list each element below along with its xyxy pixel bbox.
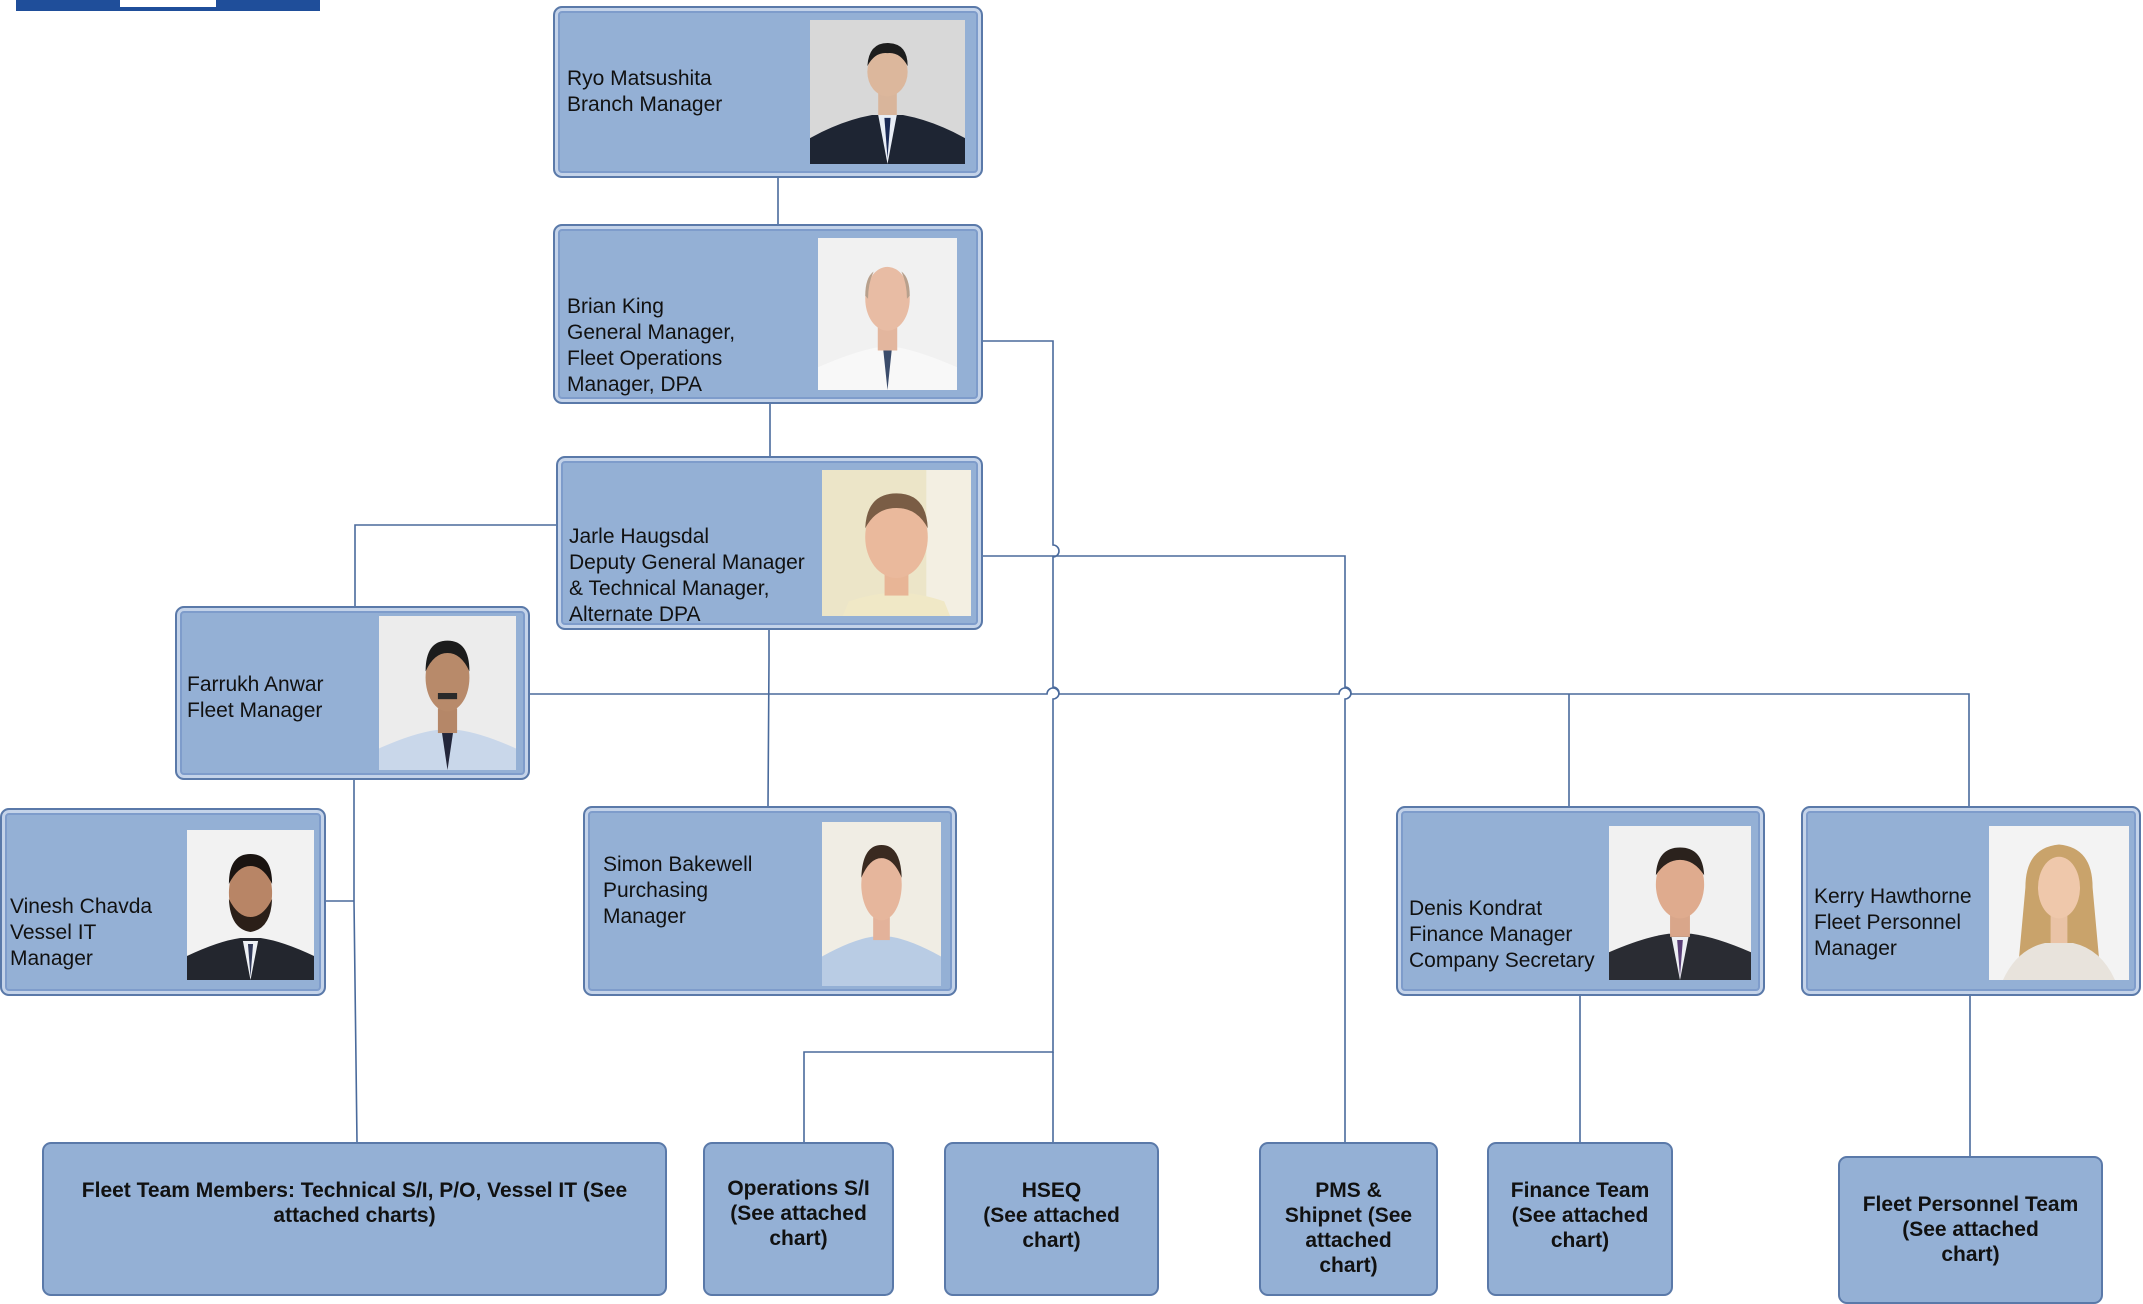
photo-farrukh-anwar — [379, 616, 516, 770]
photo-kerry-hawthorne — [1989, 826, 2129, 980]
team-line-1: PMS & — [1315, 1179, 1382, 1202]
role-line-2: Company Secretary — [1409, 949, 1595, 972]
team-line-1: HSEQ — [1021, 1179, 1082, 1202]
team-line-3: chart) — [1550, 1229, 1610, 1252]
team-line-3: chart) — [1022, 1229, 1081, 1252]
photo-brian-king — [818, 238, 957, 390]
name: Kerry Hawthorne — [1814, 885, 1972, 908]
role-line-1: General Manager, — [567, 321, 736, 344]
role-line-1: Finance Manager — [1409, 923, 1573, 946]
photo-simon-bakewell — [822, 822, 941, 986]
team-line-1: Operations S/I — [727, 1177, 870, 1200]
team-line-3: chart) — [1941, 1243, 2000, 1266]
role: Branch Manager — [567, 93, 723, 116]
name: Ryo Matsushita — [567, 67, 712, 90]
role-line-2: Manager — [1814, 937, 1897, 960]
team-line-1: Finance Team — [1510, 1179, 1650, 1202]
team-line-2: (See attached — [983, 1204, 1120, 1227]
photo-ryo-matsushita — [810, 20, 965, 164]
team-line-1: Fleet Personnel Team — [1862, 1193, 2079, 1216]
role-line-1: Deputy General Manager — [569, 551, 805, 574]
role-line-2: Manager — [10, 947, 93, 970]
name: Brian King — [567, 295, 664, 318]
role: Fleet Manager — [187, 699, 323, 722]
name: Denis Kondrat — [1409, 897, 1543, 920]
name: Simon Bakewell — [603, 853, 753, 876]
role-line-3: Alternate DPA — [569, 603, 701, 626]
team-line-2: (See attached — [1511, 1204, 1649, 1227]
role-line-2: Manager — [603, 905, 686, 928]
role-line-1: Fleet Personnel — [1814, 911, 1962, 934]
photo-denis-kondrat — [1609, 826, 1751, 980]
team-fleet-team-members: Fleet Team Members: Technical S/I, P/O, … — [42, 1142, 667, 1296]
team-line-1: Fleet Team Members: Technical S/I, P/O, … — [81, 1179, 628, 1202]
role-line-1: Purchasing — [603, 879, 709, 902]
team-line-2: attached charts) — [273, 1204, 436, 1227]
name: Vinesh Chavda — [10, 895, 153, 918]
team-line-3: chart) — [769, 1227, 828, 1250]
role-line-1: Vessel IT — [10, 921, 97, 944]
name: Farrukh Anwar — [187, 673, 324, 696]
name: Jarle Haugsdal — [569, 525, 710, 548]
company-logo — [16, 0, 320, 11]
team-line-2: (See attached — [1902, 1218, 2039, 1241]
role-line-2: & Technical Manager, — [569, 577, 770, 600]
team-line-2: (See attached — [730, 1202, 867, 1225]
role-line-2: Fleet Operations — [567, 347, 723, 370]
photo-vinesh-chavda — [187, 830, 314, 980]
photo-jarle-haugsdal — [822, 470, 971, 616]
team-line-2: Shipnet (See — [1284, 1204, 1413, 1227]
team-line-3: attached — [1305, 1229, 1392, 1252]
role-line-3: Manager, DPA — [567, 373, 703, 396]
team-line-4: chart) — [1319, 1254, 1378, 1277]
